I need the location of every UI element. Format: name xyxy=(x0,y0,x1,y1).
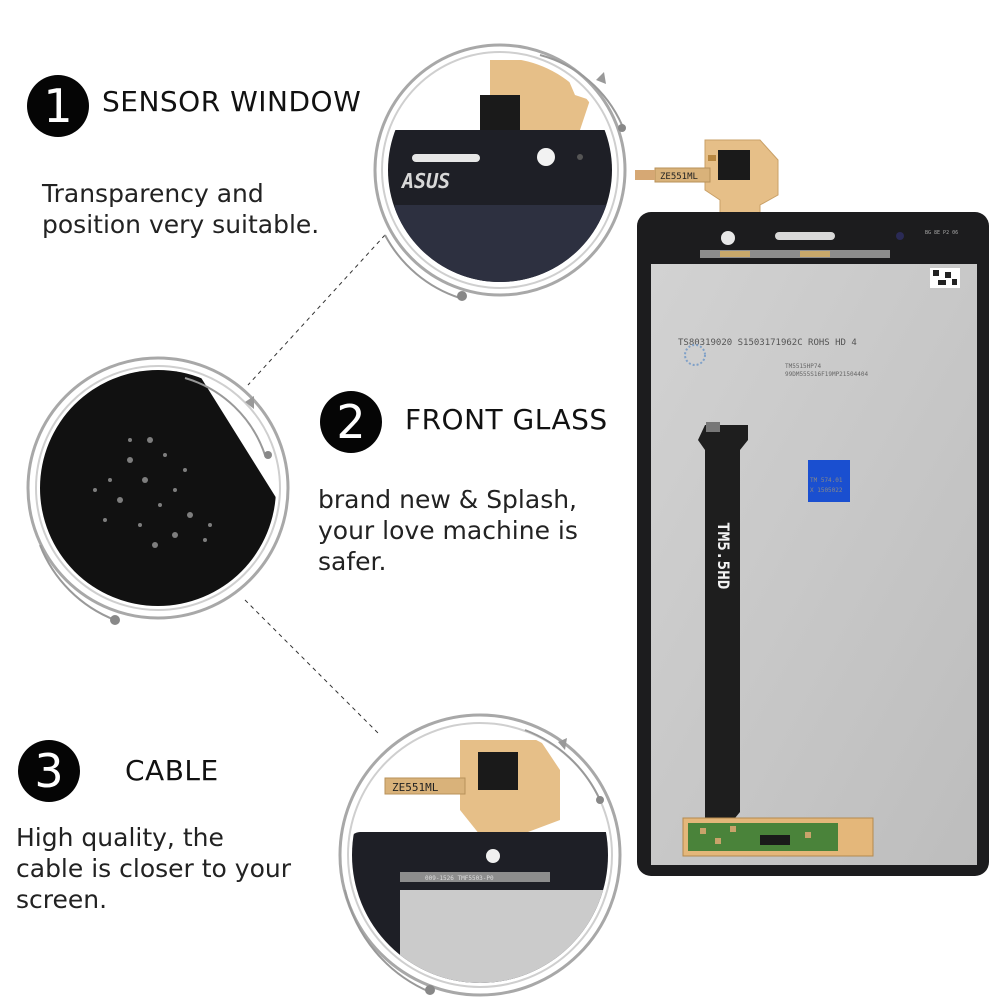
panel-code-2: TM5515HP74 xyxy=(785,363,822,370)
sticker-text-2: X 1505022 xyxy=(810,487,843,494)
panel-code: TS80319020 S1503171962C ROHS HD 4 xyxy=(678,338,857,348)
ribbon-label: TM5.5HD xyxy=(714,522,733,589)
section-3-badge: 3 xyxy=(18,740,80,802)
desc-line: screen. xyxy=(16,885,108,914)
section-3-description: High quality, the cable is closer to you… xyxy=(16,822,291,915)
sticker-text: TM 574.01 xyxy=(810,477,843,484)
desc-line: position very suitable. xyxy=(42,210,320,239)
section-1-badge: 1 xyxy=(27,75,89,137)
corner-code: BG 8E P2 06 xyxy=(925,230,958,236)
section-3-title: CABLE xyxy=(125,754,219,787)
desc-line: brand new & Splash, xyxy=(318,485,578,514)
section-1-description: Transparency and position very suitable. xyxy=(42,178,319,240)
desc-line: cable is closer to your xyxy=(16,854,291,883)
desc-line: Transparency and xyxy=(42,179,264,208)
connector-lines xyxy=(244,234,386,736)
asus-logo: ASUS xyxy=(400,169,450,193)
flex-label: ZE551ML xyxy=(660,172,698,182)
zoom-circle-cable: ZE551ML 009-1526 TMF5503-P0 xyxy=(338,713,622,997)
section-2-badge: 2 xyxy=(320,391,382,453)
flex-label-zoom: ZE551ML xyxy=(392,781,439,794)
section-1-title: SENSOR WINDOW xyxy=(102,85,362,118)
section-2-title: FRONT GLASS xyxy=(405,403,608,436)
zoom-circle-sensor: ASUS xyxy=(373,43,627,301)
section-2-description: brand new & Splash, your love machine is… xyxy=(318,484,578,577)
desc-line: High quality, the xyxy=(16,823,224,852)
panel-code-3: 99DM555S16F19MP21504404 xyxy=(785,371,868,378)
desc-line: your love machine is xyxy=(318,516,578,545)
desc-line: safer. xyxy=(318,547,387,576)
flex-code: 009-1526 TMF5503-P0 xyxy=(425,875,494,882)
zoom-circle-glass xyxy=(26,356,290,625)
lcd-screen-assembly: ZE551ML BG 8E P2 06 TS80319020 S15031719… xyxy=(635,139,989,876)
